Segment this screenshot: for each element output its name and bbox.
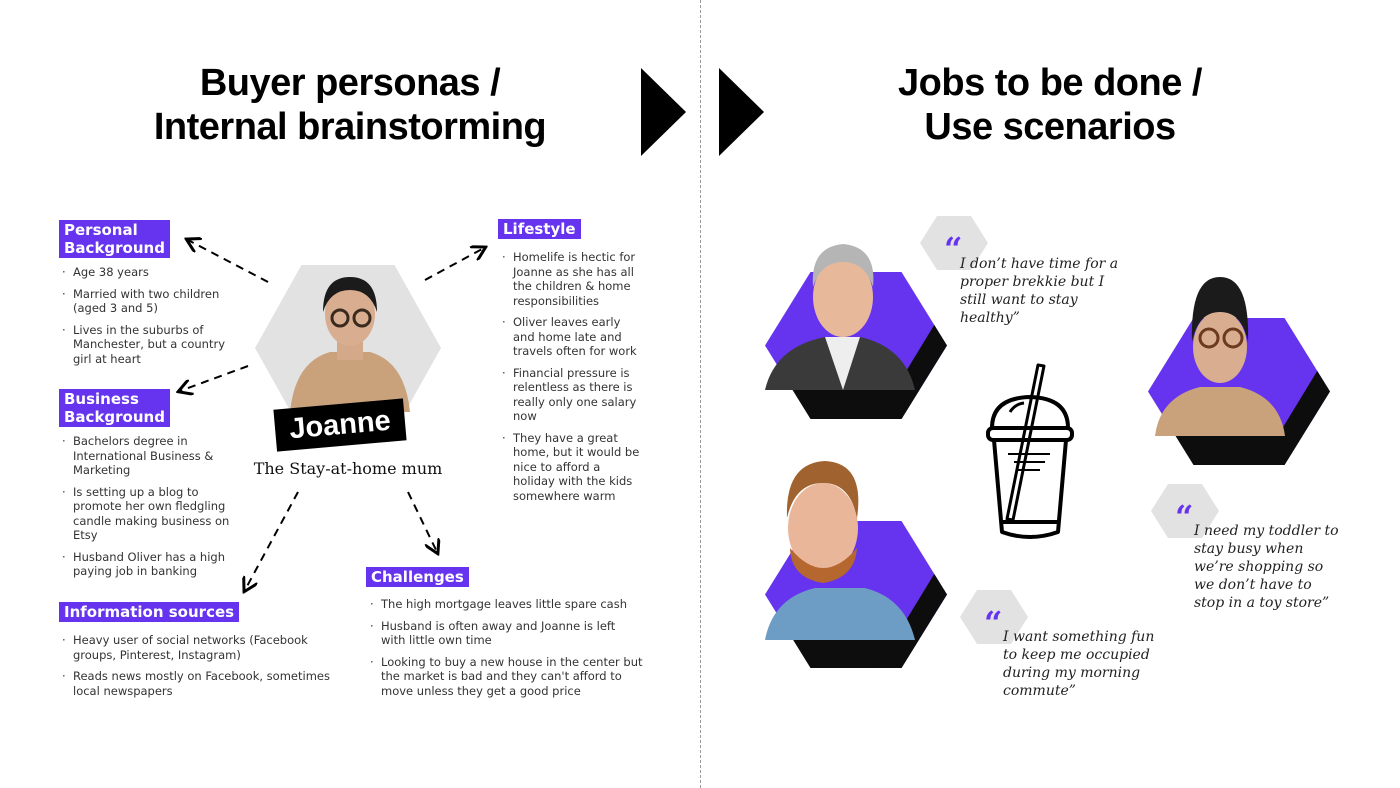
quote-mark-icon: “ (944, 230, 963, 268)
quote-mark-icon: “ (1175, 498, 1194, 536)
list-item: The high mortgage leaves little spare ca… (368, 597, 643, 612)
smoothie-cup-icon (986, 363, 1074, 539)
lifestyle-label: Lifestyle (498, 219, 581, 239)
photo-young-man (765, 461, 915, 640)
vertical-divider (700, 0, 701, 788)
label-line: Background (64, 239, 165, 257)
list-item: Is setting up a blog to promote her own … (60, 485, 235, 543)
business-background-label: Business Background (59, 389, 170, 427)
personal-background-list: Age 38 years Married with two children (… (60, 265, 230, 373)
business-background-list: Bachelors degree in International Busine… (60, 434, 235, 586)
list-item: Married with two children (aged 3 and 5) (60, 287, 230, 316)
triangle-arrow-right (719, 68, 764, 156)
lifestyle-list: Homelife is hectic for Joanne as she has… (500, 250, 645, 510)
photo-older-man (765, 244, 915, 390)
challenges-label: Challenges (366, 567, 469, 587)
chevron-arrows (641, 68, 764, 156)
personal-background-label: Personal Background (59, 220, 170, 258)
left-title: Buyer personas / Internal brainstorming (100, 61, 600, 149)
list-item: Husband is often away and Joanne is left… (368, 619, 643, 648)
triangle-arrow-left (641, 68, 686, 156)
photo-woman (1155, 277, 1285, 436)
persona-photo (290, 277, 410, 412)
right-title-line1: Jobs to be done / (898, 62, 1202, 104)
quote-text: I need my toddler to stay busy when we’r… (1194, 523, 1339, 611)
label-line: Personal (64, 221, 138, 239)
left-title-line1: Buyer personas / (199, 62, 501, 104)
list-item: Financial pressure is relentless as ther… (500, 366, 645, 424)
right-title: Jobs to be done / Use scenarios (800, 61, 1300, 149)
list-item: Husband Oliver has a high paying job in … (60, 550, 235, 579)
list-item: Oliver leaves early and home late and tr… (500, 315, 645, 359)
label-line: Background (64, 408, 165, 426)
list-item: Homelife is hectic for Joanne as she has… (500, 250, 645, 308)
label-line: Business (64, 390, 139, 408)
challenges-list: The high mortgage leaves little spare ca… (368, 597, 643, 705)
information-sources-label: Information sources (59, 602, 240, 622)
information-sources-list: Heavy user of social networks (Facebook … (60, 633, 330, 705)
persona-subtitle: The Stay-at-home mum (253, 459, 443, 478)
list-item: Age 38 years (60, 265, 230, 280)
right-title-line2: Use scenarios (924, 106, 1176, 148)
quote-text: I don’t have time for a proper brekkie b… (960, 256, 1119, 326)
quote-text: I want something fun to keep me occupied… (1003, 629, 1155, 699)
list-item: Looking to buy a new house in the center… (368, 655, 643, 699)
list-item: They have a great home, but it would be … (500, 431, 645, 504)
quote-hexagon (1151, 484, 1219, 538)
list-item: Heavy user of social networks (Facebook … (60, 633, 330, 662)
connector-arrows (0, 0, 700, 788)
quote-mark-icon: “ (984, 604, 1003, 642)
list-item: Reads news mostly on Facebook, sometimes… (60, 669, 330, 698)
list-item: Bachelors degree in International Busine… (60, 434, 235, 478)
left-title-line2: Internal brainstorming (153, 106, 547, 148)
list-item: Lives in the suburbs of Manchester, but … (60, 323, 230, 367)
